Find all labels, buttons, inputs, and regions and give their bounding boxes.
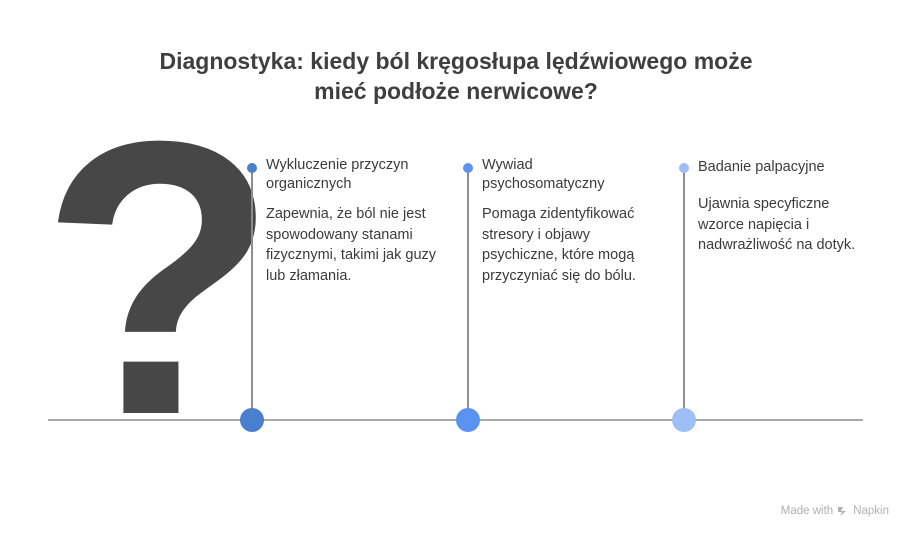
timeline-stem-3 [683,168,685,420]
timeline-node-1 [240,408,264,432]
step-heading-1: Wykluczenie przyczyn organicznych [266,157,409,192]
timeline-baseline [48,419,863,421]
footer-brand: Napkin [853,505,889,517]
timeline-node-2 [456,408,480,432]
timeline-top-dot-1 [247,163,257,173]
title-line-1: Diagnostyka: kiedy ból kręgosłupa lędźwi… [159,48,753,74]
step-description-2: Pomaga zidentyfikować stresory i objawy … [482,206,636,284]
timeline-top-dot-2 [463,163,473,173]
page-title: Diagnostyka: kiedy ból kręgosłupa lędźwi… [0,46,912,106]
step-heading-3: Badanie palpacyjne [698,159,825,175]
footer-made-with: Made with [780,505,834,517]
napkin-logo-icon [838,507,847,516]
step-heading-2: Wywiad psychosomatyczny [482,157,605,192]
title-line-2: mieć podłoże nerwicowe? [314,78,598,104]
step-description-3: Ujawnia specyficzne wzorce napięcia i na… [698,196,856,253]
footer-credit: Made with Napkin [781,505,889,517]
timeline-stem-1 [251,168,253,420]
question-mark-icon: ? [40,60,279,496]
timeline-node-3 [672,408,696,432]
step-description-1: Zapewnia, że ból nie jest spowodowany st… [266,206,437,284]
timeline-top-dot-3 [679,163,689,173]
timeline-stem-2 [467,168,469,420]
